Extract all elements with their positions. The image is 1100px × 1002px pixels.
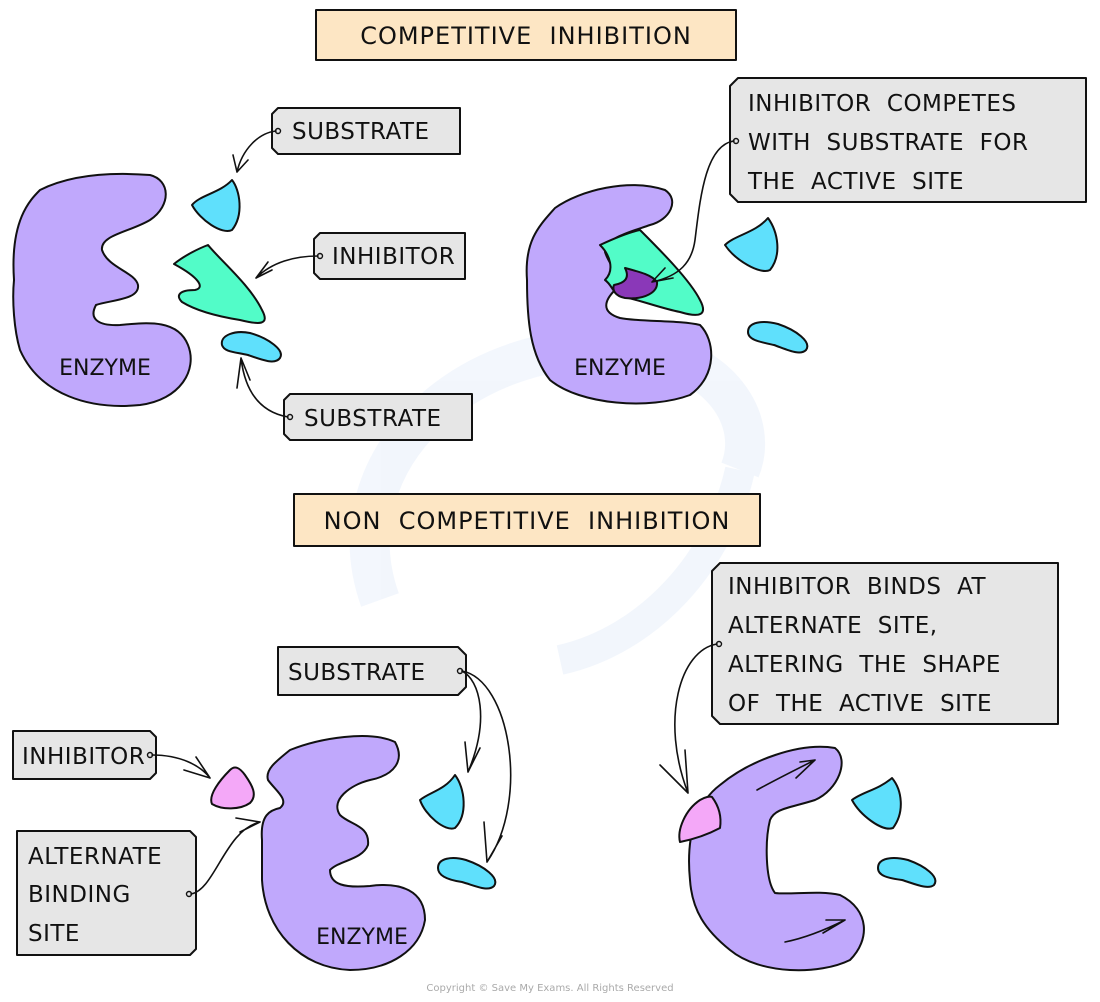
pointer-arrow xyxy=(255,255,319,279)
label-alternate-binding-site: ALTERNATE BINDING SITE xyxy=(16,830,197,956)
shape-change-arrow xyxy=(756,759,816,791)
substrate-bean xyxy=(437,857,497,890)
label-inhibitor: INHIBITOR xyxy=(313,232,466,280)
substrate-bean xyxy=(747,321,809,354)
pointer-arrow xyxy=(461,670,482,773)
substrate-triangle xyxy=(851,777,902,830)
label-text: ALTERNATE xyxy=(28,844,162,870)
enzyme-shape xyxy=(525,184,713,405)
shape-change-arrow xyxy=(784,919,846,943)
callout-binds-alternate: INHIBITOR BINDS AT ALTERNATE SITE, ALTER… xyxy=(711,562,1059,725)
enzyme-shape xyxy=(12,172,192,407)
label-text: BINDING xyxy=(28,882,131,908)
noncompetitive-title: NON COMPETITIVE INHIBITION xyxy=(293,493,761,547)
callout-line: INHIBITOR COMPETES xyxy=(748,91,1016,117)
copyright-notice: Copyright © Save My Exams. All Rights Re… xyxy=(426,983,673,994)
label-text: INHIBITOR xyxy=(332,244,455,270)
substrate-triangle xyxy=(724,217,779,272)
label-text: SUBSTRATE xyxy=(288,660,426,686)
label-substrate-bottom: SUBSTRATE xyxy=(283,393,473,441)
label-text: SUBSTRATE xyxy=(292,119,430,145)
competitive-left-panel: ENZYME SUBSTRATE INHIBITOR SUBSTRATE xyxy=(12,107,473,441)
noncompetitive-inhibitor xyxy=(210,766,255,810)
enzyme-label: ENZYME xyxy=(59,356,151,381)
pointer-arrow xyxy=(190,817,261,895)
noncompetitive-right-panel: INHIBITOR BINDS AT ALTERNATE SITE, ALTER… xyxy=(659,562,1059,972)
noncompetitive-left-panel: ENZYME SUBSTRATE INHIBITOR ALTERNATE BIN… xyxy=(12,646,512,971)
callout-line: OF THE ACTIVE SITE xyxy=(728,691,992,717)
competitive-inhibitor xyxy=(173,244,266,324)
pointer-arrow xyxy=(659,643,718,794)
substrate-triangle xyxy=(419,774,465,830)
pointer-arrow xyxy=(236,357,289,418)
callout-line: INHIBITOR BINDS AT xyxy=(728,574,987,600)
label-text: SITE xyxy=(28,921,80,947)
callout-competes: INHIBITOR COMPETES WITH SUBSTRATE FOR TH… xyxy=(729,77,1087,203)
pointer-arrow xyxy=(461,670,512,863)
enzyme-label: ENZYME xyxy=(316,925,408,950)
callout-line: WITH SUBSTRATE FOR xyxy=(748,130,1028,156)
noncompetitive-inhibitor-bound xyxy=(678,795,722,843)
competitive-title: COMPETITIVE INHIBITION xyxy=(315,9,737,61)
label-text: INHIBITOR xyxy=(22,744,145,770)
enzyme-shape-altered xyxy=(688,745,865,972)
inhibitor-overlap-site xyxy=(612,267,659,300)
label-substrate-top: SUBSTRATE xyxy=(271,107,461,155)
pointer-arrow xyxy=(232,130,277,173)
callout-line: ALTERNATE SITE, xyxy=(728,613,938,639)
pointer-arrow xyxy=(651,140,735,283)
callout-line: THE ACTIVE SITE xyxy=(747,169,964,195)
substrate-triangle xyxy=(191,179,241,232)
pointer-arrow xyxy=(151,754,211,779)
competitive-title-text: COMPETITIVE INHIBITION xyxy=(360,22,692,50)
label-text: SUBSTRATE xyxy=(304,406,442,432)
label-substrate: SUBSTRATE xyxy=(277,646,467,696)
callout-line: ALTERING THE SHAPE xyxy=(728,652,1001,678)
competitive-inhibitor-bound xyxy=(599,229,705,316)
substrate-bean xyxy=(220,331,282,363)
label-inhibitor: INHIBITOR xyxy=(12,730,157,780)
enzyme-shape xyxy=(260,735,426,971)
enzyme-label: ENZYME xyxy=(574,356,666,381)
noncompetitive-title-text: NON COMPETITIVE INHIBITION xyxy=(324,507,731,535)
substrate-bean xyxy=(877,857,937,888)
competitive-right-panel: ENZYME INHIBITOR COMPETES WITH SUBSTRATE… xyxy=(525,77,1087,405)
